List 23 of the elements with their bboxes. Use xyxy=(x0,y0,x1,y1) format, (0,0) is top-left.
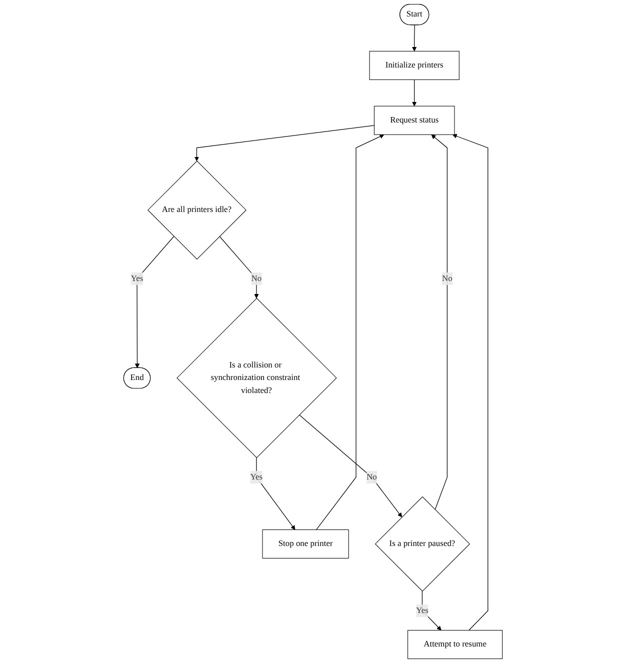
edge-label: Yes xyxy=(416,606,428,615)
node-diamond: Is a collision or synchronization constraint violated? xyxy=(176,298,337,458)
edge-label: No xyxy=(366,472,377,482)
node-box: Initialize printers xyxy=(369,50,460,80)
node-diamond: Are all printers idle? xyxy=(148,160,246,260)
node-box: Stop one printer xyxy=(262,529,349,558)
edge-label: Yes xyxy=(130,274,144,283)
arrow xyxy=(298,414,402,518)
node-box: Request status xyxy=(374,106,455,135)
arrow xyxy=(452,134,488,631)
arrow xyxy=(256,457,296,530)
arrow xyxy=(412,79,417,106)
arrow xyxy=(134,236,174,368)
node-box: Attempt to resume xyxy=(408,630,503,660)
arrow xyxy=(412,24,417,52)
arrow xyxy=(219,236,259,298)
arrow xyxy=(431,134,448,510)
edge-label: No xyxy=(442,274,452,283)
node-diamond: Is a printer paused? xyxy=(374,496,470,592)
edge-label: Yes xyxy=(250,472,263,482)
arrow xyxy=(316,134,384,530)
arrow xyxy=(194,125,375,162)
edge-label: No xyxy=(251,274,262,283)
